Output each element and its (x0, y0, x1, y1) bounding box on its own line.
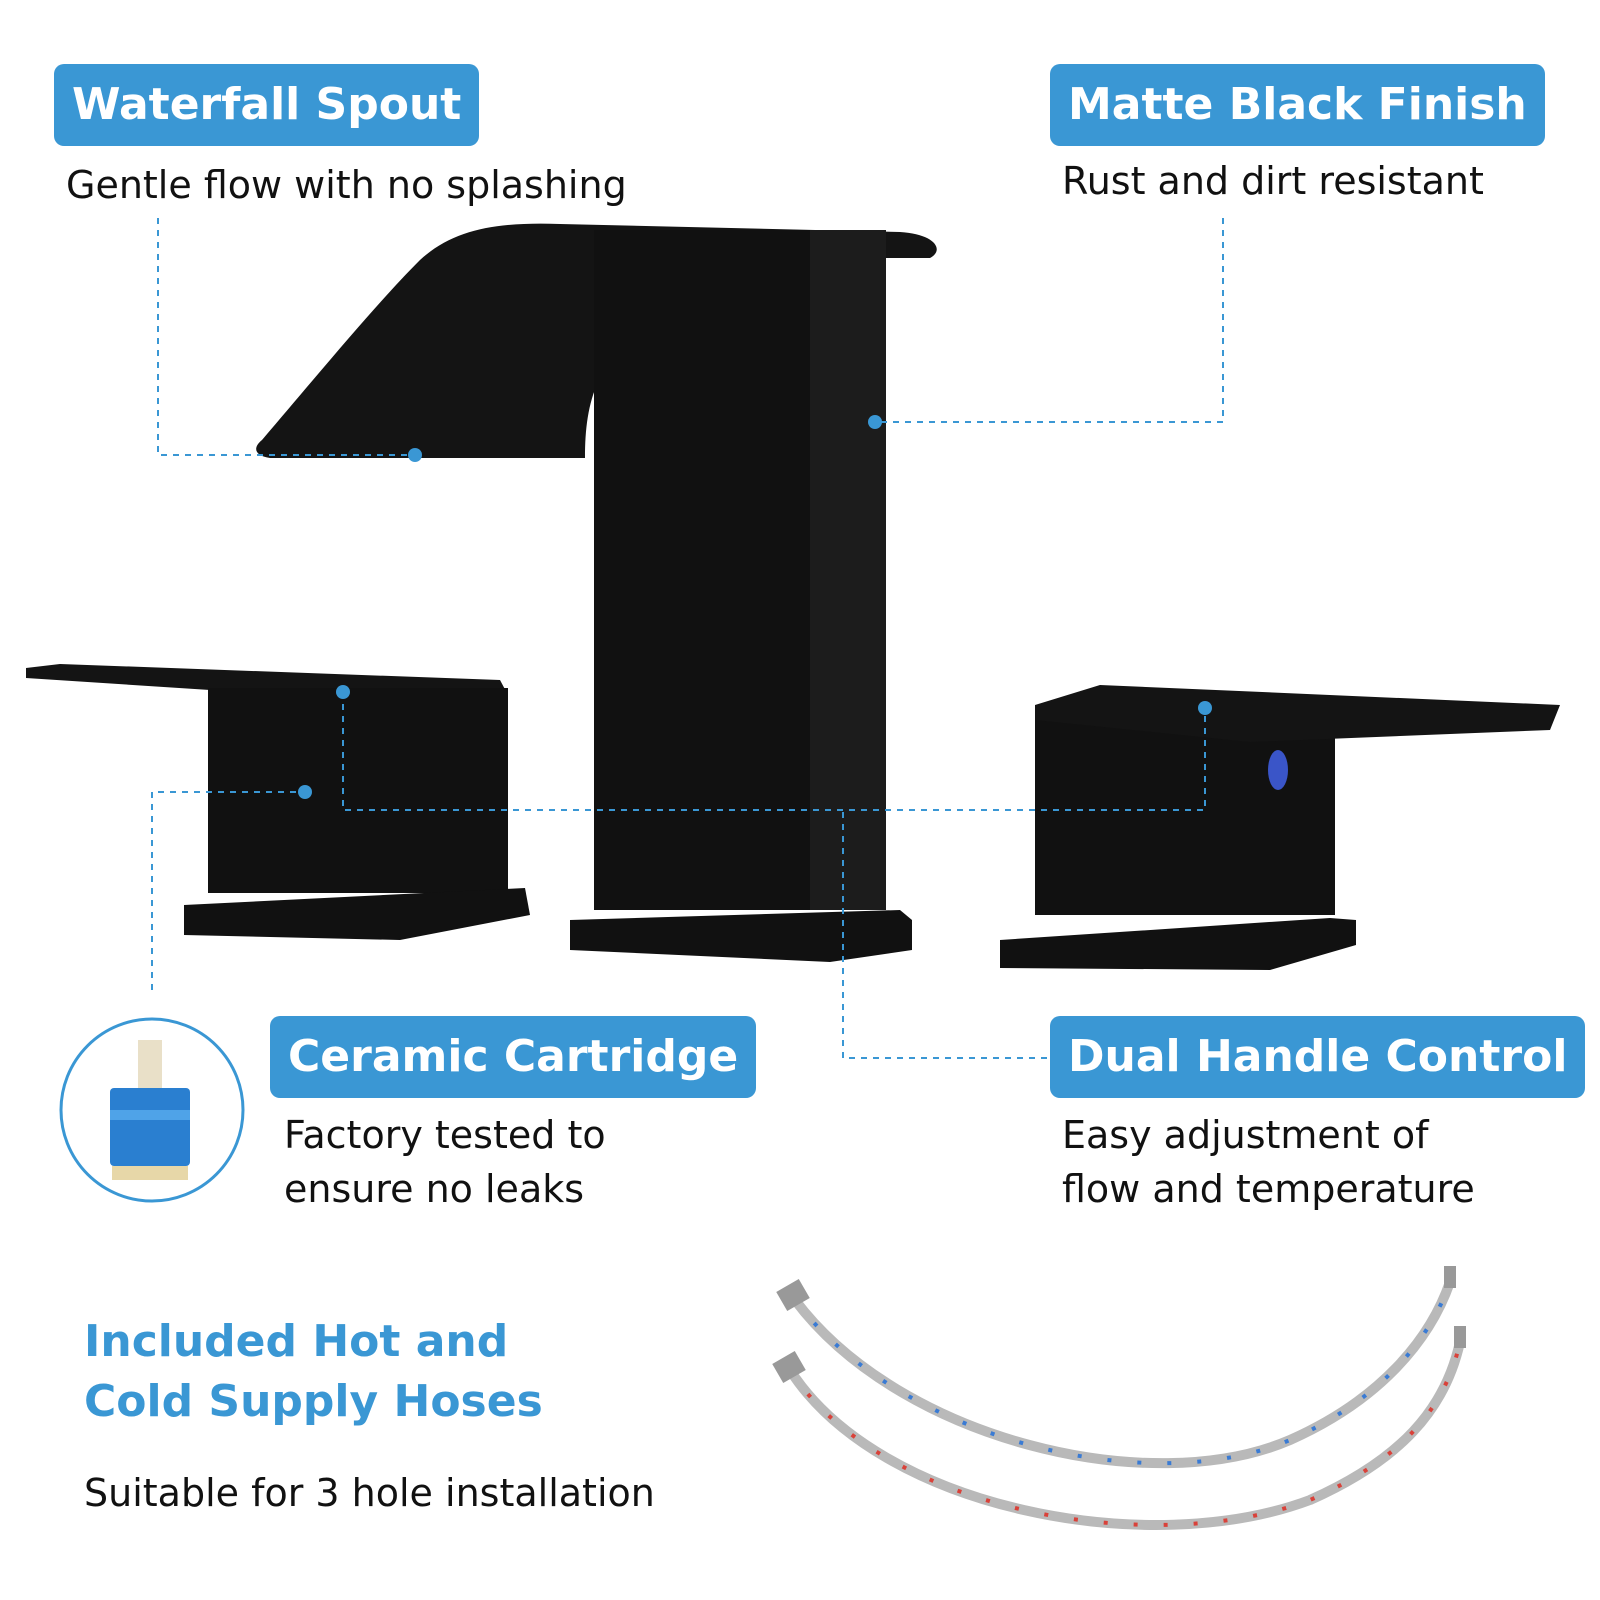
callout-line-finish (875, 218, 1224, 423)
cartridge-band (110, 1110, 190, 1120)
callout-line-cartridge (151, 791, 305, 990)
callout-dots (298, 415, 1212, 799)
cartridge-icon (59, 1017, 245, 1203)
callout-lines (151, 218, 1224, 1059)
callout-dot-finish (868, 415, 882, 429)
matte-black-desc: Rust and dirt resistant (1062, 159, 1484, 203)
hot-hose-marks (788, 1341, 1462, 1527)
cold-hose-nut-left (776, 1278, 810, 1312)
hoses-desc: Suitable for 3 hole installation (84, 1471, 655, 1515)
cartridge-base (112, 1166, 188, 1180)
callout-dot-cartridge (298, 785, 312, 799)
dual-handle-desc-line2: flow and temperature (1062, 1167, 1475, 1211)
waterfall-spout-title: Waterfall Spout (54, 64, 480, 146)
cold-indicator-icon (1268, 750, 1288, 790)
cartridge-body (110, 1088, 190, 1166)
hot-hose (785, 1340, 1465, 1530)
matte-black-title: Matte Black Finish (1050, 64, 1545, 146)
hot-hose-tip-right (1454, 1326, 1466, 1348)
hoses-title-line1: Included Hot and (84, 1316, 509, 1367)
callout-dot-right-lever (1198, 701, 1212, 715)
ceramic-cartridge-desc-line1: Factory tested to (284, 1113, 606, 1157)
cold-hose (791, 1280, 1455, 1469)
callout-dot-left-lever (336, 685, 350, 699)
left-handle-base (184, 888, 530, 940)
ceramic-cartridge-desc-line2: ensure no leaks (284, 1167, 585, 1211)
left-handle-lever (26, 664, 508, 695)
callout-line-dual (842, 812, 1048, 1059)
dual-handle-desc-line1: Easy adjustment of (1062, 1113, 1429, 1157)
callout-line-spout (157, 218, 415, 456)
hoses-title-line2: Cold Supply Hoses (84, 1376, 543, 1427)
cold-hose-marks (793, 1281, 1452, 1466)
cold-hose-tip-right (1444, 1266, 1456, 1288)
cartridge-stem (138, 1040, 162, 1092)
ceramic-cartridge-title: Ceramic Cartridge (270, 1016, 757, 1098)
right-handle-lever (1035, 685, 1560, 742)
callout-dot-spout (408, 448, 422, 462)
supply-hoses-image (772, 1266, 1466, 1530)
waterfall-spout-desc: Gentle flow with no splashing (66, 163, 627, 207)
spout-body-side (810, 230, 886, 910)
left-handle-body (208, 688, 508, 893)
right-handle-base (1000, 918, 1356, 970)
hot-hose-nut-left (772, 1350, 806, 1384)
dual-handle-title: Dual Handle Control (1050, 1016, 1586, 1098)
spout-base (570, 910, 912, 962)
hoses-title: Included Hot and Cold Supply Hoses (84, 1312, 543, 1432)
faucet-image (26, 223, 1560, 970)
